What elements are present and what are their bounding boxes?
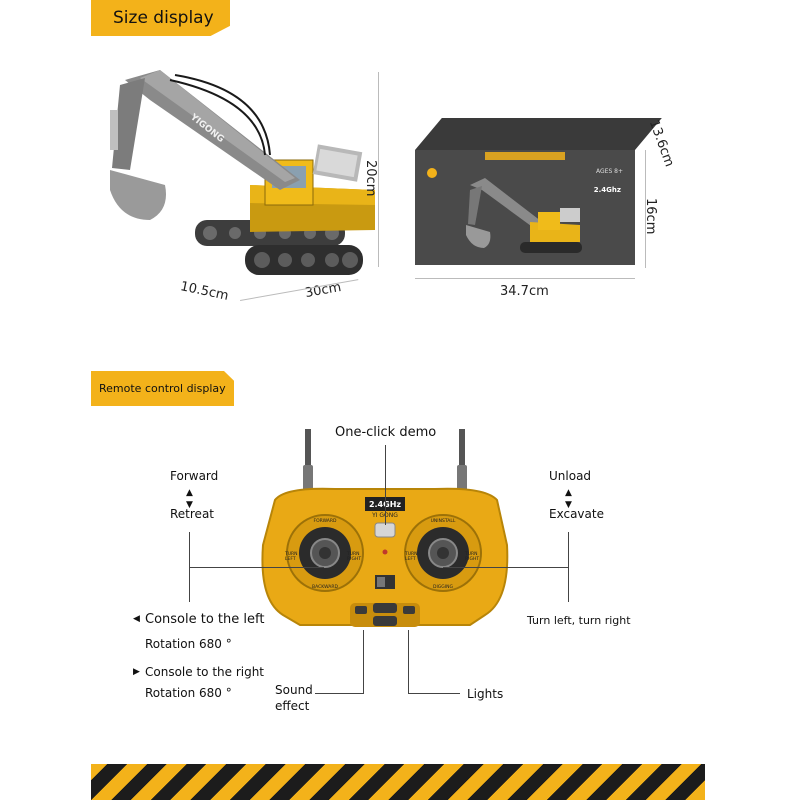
excavator-bucket (110, 170, 166, 220)
demo-button[interactable] (374, 522, 396, 538)
left-stick-down-label: BACKWARD (312, 584, 338, 590)
box-height-guide (645, 150, 646, 268)
packaging-box: AGES 8+ 2.4Ghz (415, 150, 635, 265)
turn-label: Turn left, turn right (527, 614, 631, 627)
size-display-banner: Size display (91, 0, 230, 36)
right-stick-up-label: UNINSTALL (431, 518, 456, 524)
packaging-box-top (415, 118, 662, 150)
size-display-title: Size display (113, 8, 214, 28)
excavate-label: Excavate (549, 507, 604, 521)
unload-pointer-vertical (568, 532, 569, 602)
console-right-label: Console to the right (145, 665, 265, 679)
rotate-left-button[interactable] (373, 616, 397, 626)
right-stick-down-label: DIGGING (433, 584, 453, 590)
demo-pointer-line (385, 445, 386, 525)
excavator-track-front (245, 245, 363, 275)
box-depth-dimension: 13.6cm (645, 118, 677, 169)
console-right-arrow: ▶ (133, 667, 140, 677)
sound-pointer-horizontal (315, 693, 364, 694)
retreat-label: Retreat (170, 507, 214, 521)
left-antenna (303, 429, 313, 495)
sound-button[interactable] (373, 603, 397, 613)
one-click-demo-label: One-click demo (335, 425, 437, 440)
console-left-label: Console to the left (145, 612, 265, 627)
lights-button[interactable] (403, 606, 415, 614)
box-length-guide (415, 278, 635, 279)
sound-left-button[interactable] (355, 606, 367, 614)
remote-display-title: Remote control display (99, 382, 226, 395)
console-left-arrow: ◀ (133, 614, 140, 624)
box-ages-text: AGES 8+ (596, 168, 623, 175)
unload-label: Unload (549, 469, 592, 483)
right-antenna (457, 429, 467, 495)
excavator-arm (112, 78, 145, 170)
forward-pointer-horizontal (189, 567, 324, 568)
box-excavator-image (466, 178, 582, 253)
lights-pointer-vertical (408, 630, 409, 693)
rotation-left-label: Rotation 680 ° (145, 637, 232, 651)
remote-control-image: 2.4GHz YI GONG FORWARD BACKWARD TURNLEFT… (261, 429, 509, 627)
retreat-down-arrow: ▼ (186, 500, 193, 510)
sound-effect-label: Sound effect (275, 683, 313, 713)
excavator-image: YIGONG (110, 70, 375, 275)
rotation-right-label: Rotation 680 ° (145, 686, 232, 700)
excavate-down-arrow: ▼ (565, 500, 572, 510)
box-frequency-text: 2.4Ghz (593, 186, 621, 194)
lights-pointer-horizontal (408, 693, 460, 694)
unload-up-arrow: ▲ (565, 488, 572, 498)
lights-label: Lights (467, 687, 504, 701)
left-stick-up-label: FORWARD (314, 518, 337, 524)
remote-brand-label: YI GONG (371, 512, 398, 519)
remote-display-banner: Remote control display (91, 371, 234, 406)
sound-pointer-vertical (363, 630, 364, 693)
hazard-stripes-footer (91, 764, 705, 800)
power-led (382, 549, 388, 555)
height-dimension: 20cm (363, 160, 378, 197)
box-length-dimension: 34.7cm (500, 284, 549, 299)
forward-up-arrow: ▲ (186, 488, 193, 498)
forward-label: Forward (170, 469, 219, 483)
unload-pointer-horizontal (443, 567, 568, 568)
height-guide-line (378, 72, 379, 267)
